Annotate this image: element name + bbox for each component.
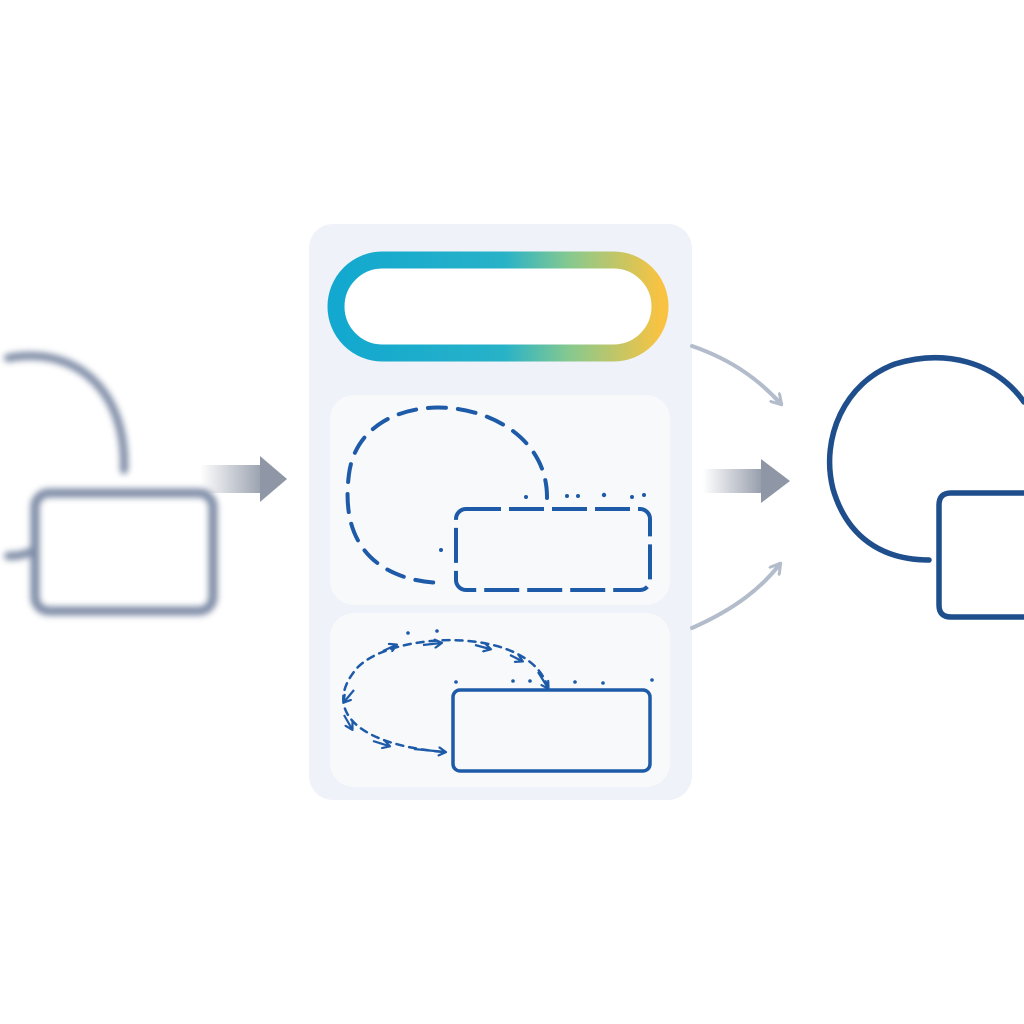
dashed-circle-square-icon xyxy=(345,405,652,592)
upper-curved-arrow xyxy=(690,344,781,404)
output-arrows xyxy=(690,344,790,630)
gradient-pill xyxy=(327,251,669,362)
dashed-arrow-card xyxy=(330,613,670,787)
lower-curved-arrow xyxy=(690,564,780,630)
dashed-arrow-circle-square-icon xyxy=(342,629,654,773)
circle-square-icon xyxy=(826,355,1024,620)
middle-straight-arrow xyxy=(703,459,790,503)
input-arrow xyxy=(200,456,287,502)
blurred-circle-square-icon xyxy=(4,352,218,616)
dashed-shape-card xyxy=(330,395,670,605)
